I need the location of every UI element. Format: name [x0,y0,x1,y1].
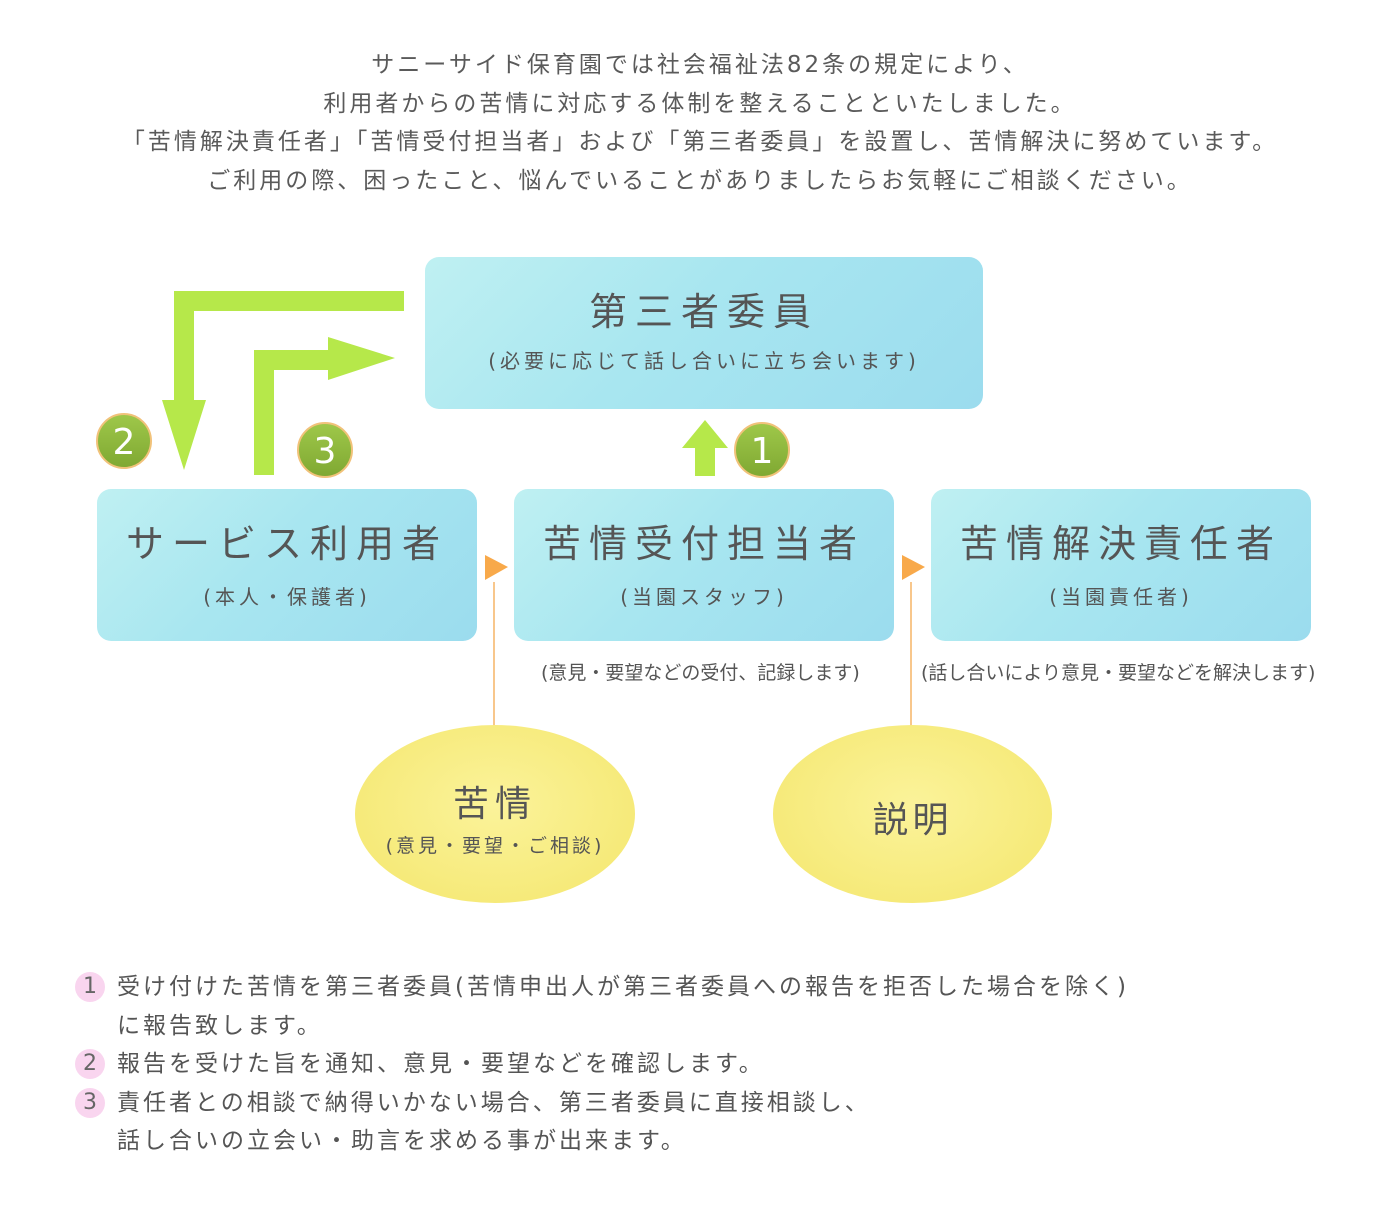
intro-text: サニーサイド保育園では社会福祉法82条の規定により、 利用者からの苦情に対応する… [0,46,1381,200]
step-line: に報告致します。 [117,1012,323,1039]
arrow-1 [682,420,728,476]
arrow-2 [162,291,404,470]
intro-line: 「苦情解決責任者」「苦情受付担当者」および「第三者委員」を設置し、苦情解決に努め… [121,129,1279,155]
step-line: 責任者との相談で納得いかない場合、第三者委員に直接相談し、 [117,1089,871,1116]
ellipse-title: 苦情 [452,784,537,825]
box-subtitle: (必要に応じて話し合いに立ち会います) [488,349,920,373]
steps-list: 1 受け付けた苦情を第三者委員(苦情申出人が第三者委員への報告を拒否した場合を除… [75,968,1129,1161]
ellipse-title: 説明 [872,800,953,841]
reception-note: (意見・要望などの受付、記録します) [541,662,860,684]
box-title: 苦情解決責任者 [959,522,1282,566]
orange-triangle-icon [902,555,925,580]
box-title: サービス利用者 [125,522,448,566]
box-subtitle: (当園スタッフ) [620,585,788,609]
step-number: 2 [75,1049,105,1079]
badge-1: 1 [734,422,790,478]
complaint-ellipse: 苦情 (意見・要望・ご相談) [355,725,635,903]
step-line: 話し合いの立会い・助言を求める事が出来ます。 [117,1128,687,1154]
badge-3: 3 [297,422,353,478]
box-title: 苦情受付担当者 [542,522,865,566]
list-item: 2 報告を受けた旨を通知、意見・要望などを確認します。 [75,1045,1129,1084]
resolution-note: (話し合いにより意見・要望などを解決します) [921,662,1316,684]
badge-2: 2 [96,413,152,469]
intro-line: ご利用の際、困ったこと、悩んでいることがありましたらお気軽にご相談ください。 [207,167,1193,194]
third-party-box: 第三者委員 (必要に応じて話し合いに立ち会います) [425,257,983,409]
box-subtitle: (本人・保護者) [203,585,371,609]
ellipse-subtitle: (意見・要望・ご相談) [385,835,605,857]
svg-text:3: 3 [314,431,337,472]
orange-triangle-icon [485,555,508,580]
intro-line: サニーサイド保育園では社会福祉法82条の規定により、 [371,52,1029,78]
step-line: 報告を受けた旨を通知、意見・要望などを確認します。 [117,1051,765,1077]
step-line: 受け付けた苦情を第三者委員(苦情申出人が第三者委員への報告を拒否した場合を除く) [117,974,1129,1000]
explanation-ellipse: 説明 [773,725,1052,903]
step-number: 1 [75,972,105,1002]
reception-box: 苦情受付担当者 (当園スタッフ) [514,489,894,641]
intro-line: 利用者からの苦情に対応する体制を整えることといたしました。 [323,90,1077,117]
svg-text:2: 2 [113,422,136,463]
list-item: 1 受け付けた苦情を第三者委員(苦情申出人が第三者委員への報告を拒否した場合を除… [75,968,1129,1045]
list-item: 3 責任者との相談で納得いかない場合、第三者委員に直接相談し、 話し合いの立会い… [75,1084,1129,1161]
box-subtitle: (当園責任者) [1049,585,1193,609]
box-title: 第三者委員 [588,290,819,334]
resolution-box: 苦情解決責任者 (当園責任者) [931,489,1311,641]
svg-text:1: 1 [751,431,774,472]
step-number: 3 [75,1087,105,1118]
service-user-box: サービス利用者 (本人・保護者) [97,489,477,641]
arrow-3 [254,337,395,475]
